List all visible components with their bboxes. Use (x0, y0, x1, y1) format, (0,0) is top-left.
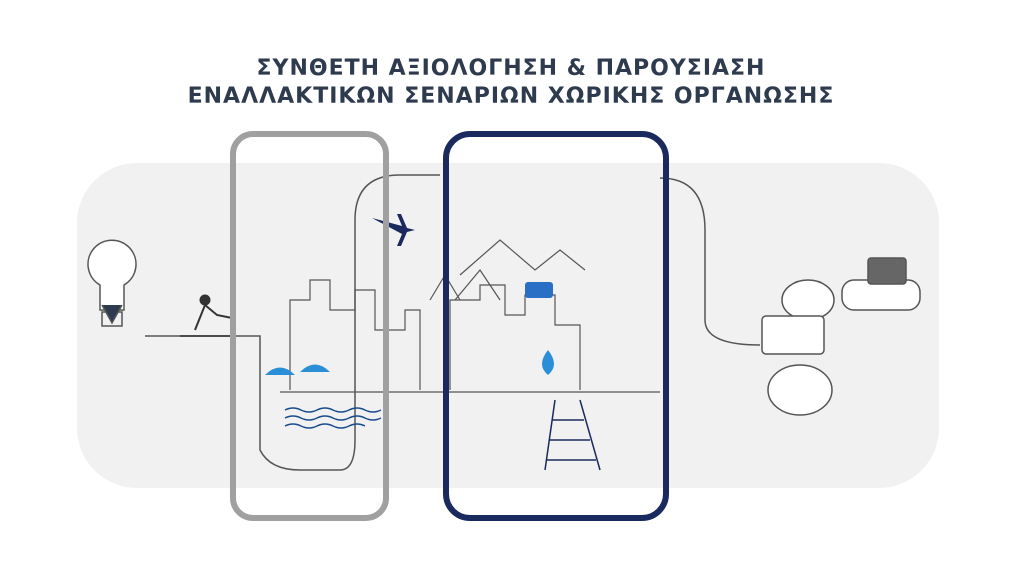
airplane-icon (372, 214, 415, 246)
path-line-right (659, 177, 761, 346)
current-scenario-frame (230, 131, 389, 521)
proposed-scenario-frame (443, 131, 669, 521)
background-panel (77, 163, 939, 488)
ladder-icon (544, 399, 601, 471)
waves-icon (284, 407, 382, 429)
umbrella-icons (265, 364, 330, 375)
title-line-1: ΣΥΝΘΕΤΗ ΑΞΙΟΛΟΓΗΣΗ & ΠΑΡΟΥΣΙΑΣΗ (256, 56, 766, 81)
tractor-icon (525, 282, 553, 298)
lightbulb-icon (87, 239, 137, 327)
path-line (145, 174, 440, 471)
title-line-2: ΕΝΑΛΛΑΚΤΙΚΩΝ ΣΕΝΑΡΙΩΝ ΧΩΡΙΚΗΣ ΟΡΓΑΝΩΣΗΣ (187, 84, 835, 109)
city-skyline (280, 239, 660, 393)
speech-bubbles-icon (761, 257, 921, 416)
water-drop-icon (542, 350, 554, 375)
